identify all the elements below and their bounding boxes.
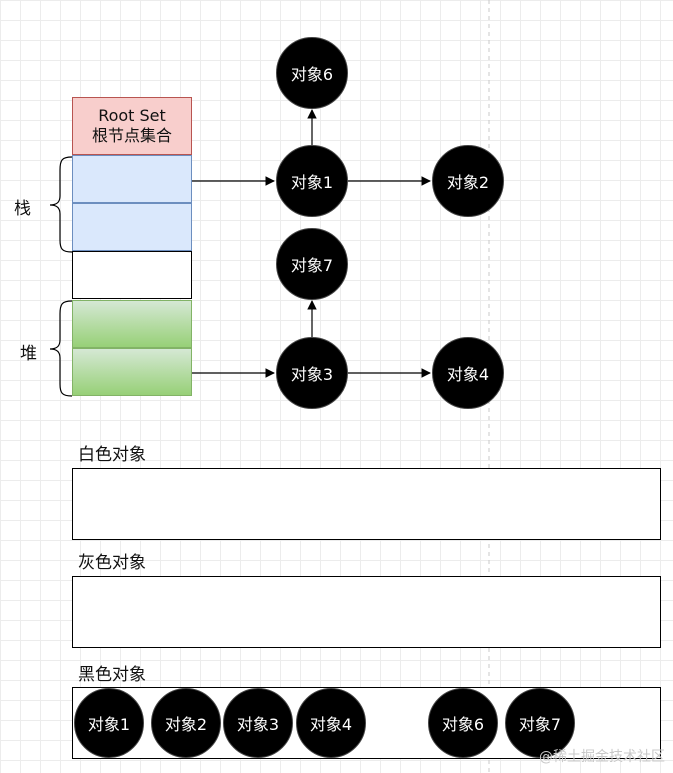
heap-brace xyxy=(49,300,73,397)
black-item-obj4: 对象4 xyxy=(296,688,366,758)
white-objects-label: 白色对象 xyxy=(78,445,146,465)
stack-slot-2 xyxy=(72,203,192,251)
black-item-obj1: 对象1 xyxy=(74,688,144,758)
node-obj2: 对象2 xyxy=(432,145,504,217)
node-obj3: 对象3 xyxy=(276,337,348,409)
node-obj1: 对象1 xyxy=(276,145,348,217)
node-obj7: 对象7 xyxy=(276,228,348,300)
heap-slot-2 xyxy=(72,348,192,396)
node-obj6: 对象6 xyxy=(276,37,348,109)
black-item-obj7: 对象7 xyxy=(505,688,575,758)
gray-objects-label: 灰色对象 xyxy=(78,553,146,573)
stack-slot-1 xyxy=(72,155,192,203)
root-set-title-zh: 根节点集合 xyxy=(91,126,172,145)
watermark-text: @稀土掘金技术社区 xyxy=(539,749,665,765)
root-set-title-en: Root Set xyxy=(98,106,166,125)
black-objects-label: 黑色对象 xyxy=(78,665,146,685)
heap-label: 堆 xyxy=(20,344,37,364)
gray-objects-box xyxy=(72,576,661,648)
heap-slot-1 xyxy=(72,300,192,348)
black-item-obj6: 对象6 xyxy=(428,688,498,758)
black-item-obj2: 对象2 xyxy=(151,688,221,758)
white-objects-box xyxy=(72,468,661,540)
node-obj4: 对象4 xyxy=(432,337,504,409)
black-item-obj3: 对象3 xyxy=(223,688,293,758)
empty-slot xyxy=(72,251,192,299)
root-set-header: Root Set 根节点集合 xyxy=(72,97,192,155)
stack-label: 栈 xyxy=(14,199,31,219)
stack-brace xyxy=(49,156,73,253)
